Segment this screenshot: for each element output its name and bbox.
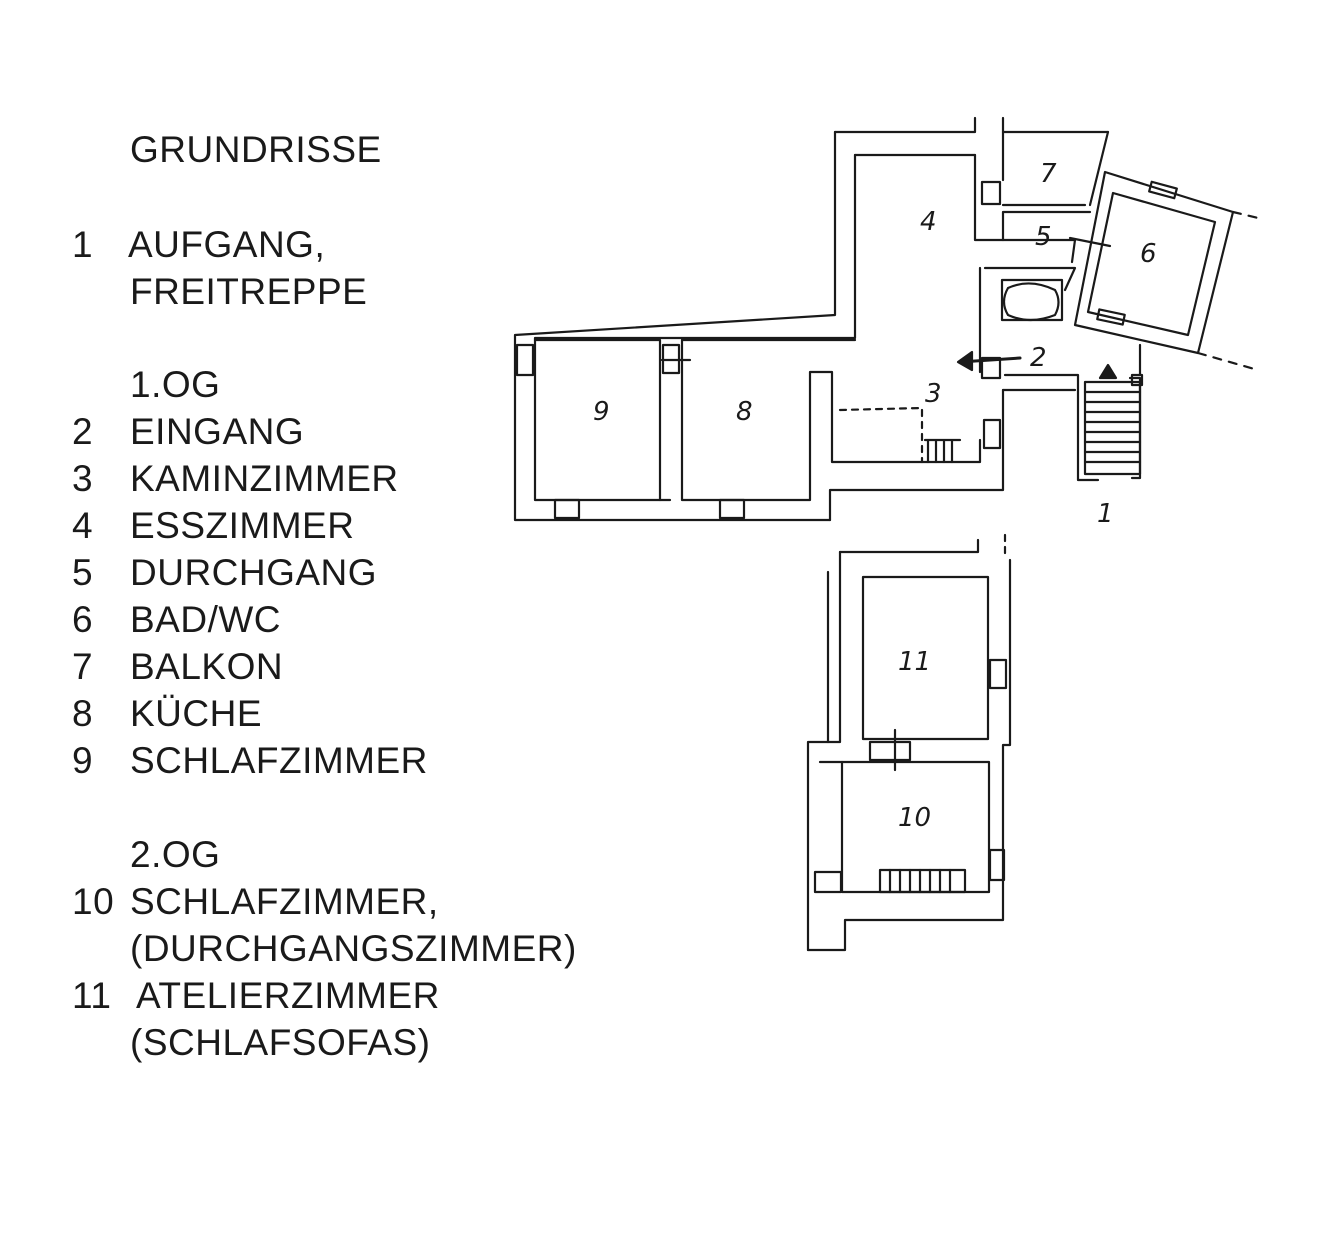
window (718, 498, 746, 520)
staircase (878, 868, 967, 894)
room-label-1: 1 (1097, 499, 1114, 529)
floor2-heading: 2.OG (130, 834, 221, 875)
room-label-2: 2 (1030, 343, 1047, 373)
bathtub-frame (1000, 278, 1064, 322)
fireplace-outline (838, 406, 924, 464)
legend-item-10-cont: (DURCHGANGSZIMMER) (130, 928, 577, 969)
window (813, 870, 843, 894)
window (553, 498, 581, 520)
legend-item-number: 9 (72, 740, 94, 781)
window (982, 418, 1002, 450)
legend-item-label: AUFGANG, (128, 224, 326, 265)
wall (513, 130, 837, 522)
floor1-heading: 1.OG (130, 364, 221, 405)
wall (833, 116, 977, 134)
floor2-plan (806, 533, 1012, 952)
window (980, 356, 1002, 380)
legend-title: GRUNDRISSE (130, 129, 382, 170)
legend-item-number: 1 (72, 224, 94, 265)
staircase-steps (1083, 390, 1142, 464)
wall (1088, 130, 1110, 207)
window (515, 343, 535, 377)
window (980, 180, 1002, 206)
legend-item-label: KÜCHE (130, 693, 263, 734)
legend-item-label: ATELIERZIMMER (136, 975, 440, 1016)
legend: GRUNDRISSE 1 AUFGANG, FREITREPPE 1.OG 2 … (0, 0, 660, 1233)
wall (828, 388, 1005, 522)
legend-item-label: ESSZIMMER (130, 505, 355, 546)
legend-item-number: 7 (72, 646, 94, 687)
wall (533, 338, 662, 502)
wall (1196, 351, 1260, 372)
legend-item-label: EINGANG (130, 411, 305, 452)
room-label-9: 9 (593, 397, 610, 427)
wall (838, 538, 980, 554)
legend-item-label: SCHLAFZIMMER, (130, 881, 439, 922)
wall (1001, 116, 1110, 134)
room-label-4: 4 (920, 207, 937, 237)
room-labels: 7 4 5 6 2 3 9 8 1 11 10 (593, 159, 1157, 833)
legend-item-label: DURCHGANG (130, 552, 378, 593)
stair-arrow-head (1098, 363, 1118, 380)
wall (1130, 343, 1144, 387)
window (868, 740, 912, 762)
floor1-plan (513, 116, 1260, 522)
wall (983, 266, 1077, 292)
room-label-6: 6 (1140, 239, 1157, 269)
room-label-7: 7 (1040, 159, 1057, 189)
wall (973, 153, 1092, 242)
stair-hatch (923, 438, 962, 464)
legend-item-label: BAD/WC (130, 599, 281, 640)
staircase-steps (888, 868, 952, 894)
window (988, 658, 1008, 690)
legend-item-11-cont: (SCHLAFSOFAS) (130, 1022, 431, 1063)
legend-item-label: SCHLAFZIMMER (130, 740, 428, 781)
legend-item-number: 4 (72, 505, 94, 546)
legend-item-number: 11 (72, 975, 112, 1016)
wall (1086, 191, 1217, 337)
window (988, 848, 1006, 882)
wall (680, 338, 982, 502)
room-label-5: 5 (1035, 222, 1052, 252)
door-mark (1068, 236, 1112, 248)
legend-item-number: 2 (72, 411, 94, 452)
wall (806, 550, 842, 952)
room-label-8: 8 (736, 397, 753, 427)
legend-item-label: BALKON (130, 646, 284, 687)
wall (533, 153, 857, 502)
legend-item-1-cont: FREITREPPE (130, 271, 368, 312)
legend-item-number: 10 (72, 881, 115, 922)
legend-item-label: KAMINZIMMER (130, 458, 399, 499)
room-label-11: 11 (898, 647, 931, 677)
wall (1003, 373, 1100, 482)
room-outline (861, 575, 990, 741)
room-label-10: 10 (898, 803, 931, 833)
legend-item-number: 6 (72, 599, 94, 640)
entrance-arrow-head (956, 350, 974, 372)
wall (806, 558, 1012, 952)
window (1096, 308, 1126, 326)
window (1148, 180, 1178, 200)
room-label-3: 3 (925, 379, 942, 409)
wall (1231, 210, 1260, 220)
bathtub (1002, 282, 1060, 322)
staircase (1083, 380, 1142, 476)
legend-item-number: 3 (72, 458, 94, 499)
legend-item-number: 8 (72, 693, 94, 734)
legend-item-number: 5 (72, 552, 94, 593)
